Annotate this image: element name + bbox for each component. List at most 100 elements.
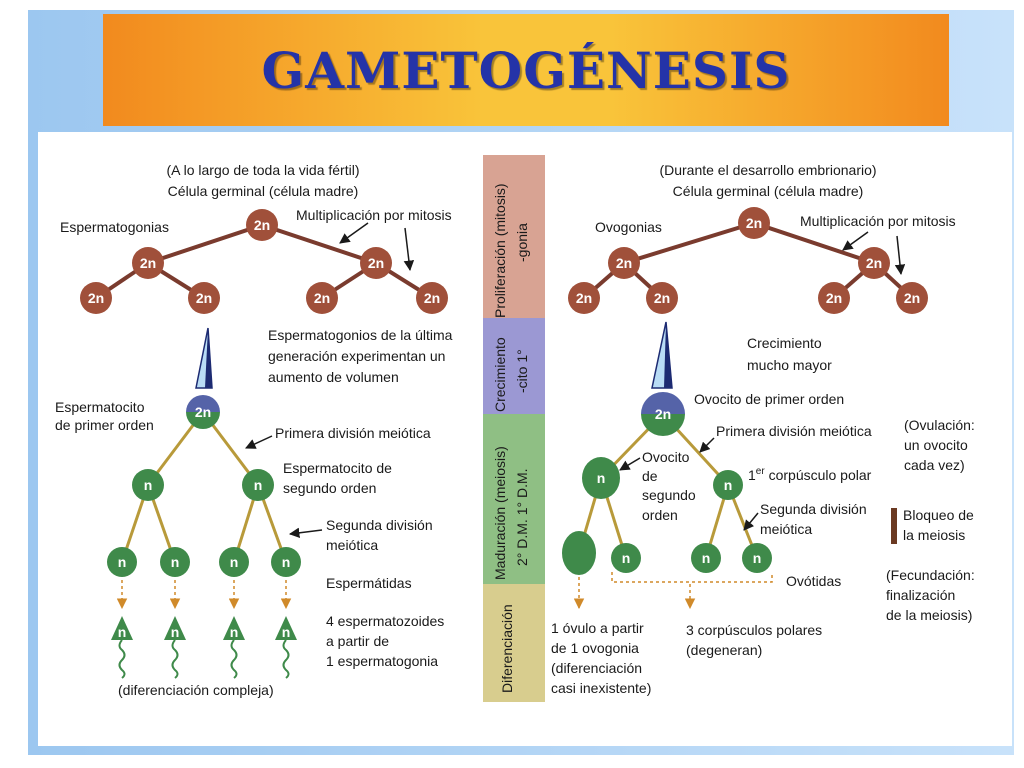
ootid-cell: n [742, 543, 772, 573]
male-primary-spermatocyte: 2n [186, 395, 220, 429]
female-oogonia-cell: 2n [818, 282, 850, 314]
label-ootids: Ovótidas [786, 573, 841, 589]
spermatid-cell: n [107, 547, 137, 577]
svg-text:la meiosis: la meiosis [903, 527, 965, 543]
svg-text:(Fecundación:: (Fecundación: [886, 567, 975, 583]
female-fertilization-note: (Fecundación: finalización de la meiosis… [886, 567, 975, 623]
svg-text:1 espermatogonia: 1 espermatogonia [326, 653, 438, 669]
male-mitosis-arrow-2 [403, 227, 415, 272]
male-secondary-spermatocytes: n n [132, 469, 274, 501]
svg-text:2n: 2n [904, 290, 920, 306]
polar-bodies-result-text: 3 corpúsculos polares (degeneran) [686, 622, 822, 658]
stage-crecimiento: Crecimiento -cito 1° [483, 318, 545, 414]
svg-text:(degeneran): (degeneran) [686, 642, 762, 658]
svg-text:2n: 2n [746, 215, 762, 231]
male-spermatogonia-cell: 2n [416, 282, 448, 314]
svg-text:2n: 2n [254, 217, 270, 233]
svg-text:n: n [118, 624, 127, 640]
svg-text:orden: orden [642, 507, 678, 523]
svg-text:de 1 ovogonia: de 1 ovogonia [551, 640, 639, 656]
svg-text:casi inexistente): casi inexistente) [551, 680, 651, 696]
stage-maduracion-sub: 2° D.M. 1° D.M. [514, 468, 530, 566]
sperm-icon: n [111, 616, 133, 679]
svg-text:1 óvulo a partir: 1 óvulo a partir [551, 620, 644, 636]
svg-text:Espermatogonios de la última: Espermatogonios de la última [268, 327, 453, 343]
svg-text:n: n [282, 554, 291, 570]
polar-bodies-bracket [611, 572, 773, 583]
male-second-division-label-1: Segunda división [326, 517, 433, 533]
svg-text:finalización: finalización [886, 587, 955, 603]
male-secondary-label-1: Espermatocito de [283, 460, 392, 476]
svg-text:2n: 2n [655, 406, 671, 422]
svg-text:Bloqueo de: Bloqueo de [903, 507, 974, 523]
svg-text:n: n [724, 477, 733, 493]
female-primary-label: Ovocito de primer orden [694, 391, 844, 407]
svg-text:Ovocito: Ovocito [642, 449, 690, 465]
svg-text:de: de [642, 468, 658, 484]
svg-text:de la meiosis): de la meiosis) [886, 607, 972, 623]
male-result-text: 4 espermatozoides a partir de 1 espermat… [326, 613, 444, 669]
male-primary-label-1: Espermatocito [55, 399, 145, 415]
female-secondary-oocyte: n [582, 457, 620, 499]
female-second-division-label: Segunda división meiótica [760, 501, 867, 537]
title-banner: GAMETOGÉNESIS [103, 14, 949, 126]
female-label-mitosis: Multiplicación por mitosis [800, 213, 956, 229]
svg-text:2n: 2n [368, 255, 384, 271]
ovum-result-text: 1 óvulo a partir de 1 ovogonia (diferenc… [551, 620, 651, 696]
sperm-icon: n [164, 616, 186, 679]
male-spermatogonia-cell: 2n [306, 282, 338, 314]
male-label-mitosis: Multiplicación por mitosis [296, 207, 452, 223]
svg-text:n: n [622, 550, 631, 566]
svg-text:aumento de volumen: aumento de volumen [268, 369, 399, 385]
svg-text:a partir de: a partir de [326, 633, 389, 649]
female-growth-label-1: Crecimiento [747, 335, 822, 351]
svg-text:2n: 2n [866, 255, 882, 271]
male-secondary-cell: n [242, 469, 274, 501]
first-polar-body: n [713, 470, 743, 500]
male-secondary-cell: n [132, 469, 164, 501]
female-growth-wedge-shade [664, 322, 672, 388]
svg-text:2n: 2n [424, 290, 440, 306]
male-spermatogonia-cell: 2n [188, 282, 220, 314]
svg-text:Segunda división: Segunda división [760, 501, 867, 517]
ootid-cell: n [691, 543, 721, 573]
male-header-stem-cell: Célula germinal (célula madre) [168, 183, 359, 199]
svg-text:n: n [230, 554, 239, 570]
first-polar-body-label: 1er corpúsculo polar [748, 466, 872, 483]
male-header-lifespan: (A lo largo de toda la vida fértil) [167, 162, 360, 178]
svg-text:n: n [702, 550, 711, 566]
sperm-icon: n [223, 616, 245, 679]
svg-text:2n: 2n [654, 290, 670, 306]
svg-text:(diferenciación: (diferenciación [551, 660, 642, 676]
svg-text:generación experimentan un: generación experimentan un [268, 348, 445, 364]
female-ovulation-note: (Ovulación: un ovocito cada vez) [904, 417, 975, 473]
svg-text:n: n [254, 477, 263, 493]
female-stem-cell: 2n [738, 207, 770, 239]
male-first-division-label: Primera división meiótica [275, 425, 431, 441]
male-second-division-arrow [288, 527, 323, 539]
meiosis-block-marker [891, 508, 897, 544]
svg-text:2n: 2n [196, 290, 212, 306]
stage-maduracion-label: Maduración (meiosis) [492, 446, 508, 580]
female-mitosis-arrow-1 [842, 231, 869, 251]
male-diploid-cells: 2n 2n 2n 2n 2n 2n 2n [80, 209, 448, 314]
male-spermatogonia-cell: 2n [360, 247, 392, 279]
male-second-division-label-2: meiótica [326, 537, 378, 553]
ootids: n n n [562, 531, 772, 575]
stage-proliferacion-sub: -gonia [514, 223, 530, 262]
svg-text:2n: 2n [826, 290, 842, 306]
svg-text:n: n [171, 624, 180, 640]
svg-text:n: n [597, 470, 606, 486]
female-oogonia-cell: 2n [858, 247, 890, 279]
male-primary-label-2: de primer orden [55, 417, 154, 433]
ovum-cell [562, 531, 596, 575]
svg-text:n: n [144, 477, 153, 493]
stage-diferenciacion: Diferenciación [483, 584, 545, 702]
female-header-embryonic: (Durante el desarrollo embrionario) [659, 162, 876, 178]
meiosis-block-label: Bloqueo de la meiosis [903, 507, 974, 543]
svg-text:4 espermatozoides: 4 espermatozoides [326, 613, 444, 629]
stage-crecimiento-sub: -cito 1° [514, 349, 530, 393]
stage-proliferacion: Proliferación (mitosis) -gonia [483, 155, 545, 318]
stage-diferenciacion-label: Diferenciación [499, 604, 515, 693]
ootid-cell: n [611, 543, 641, 573]
